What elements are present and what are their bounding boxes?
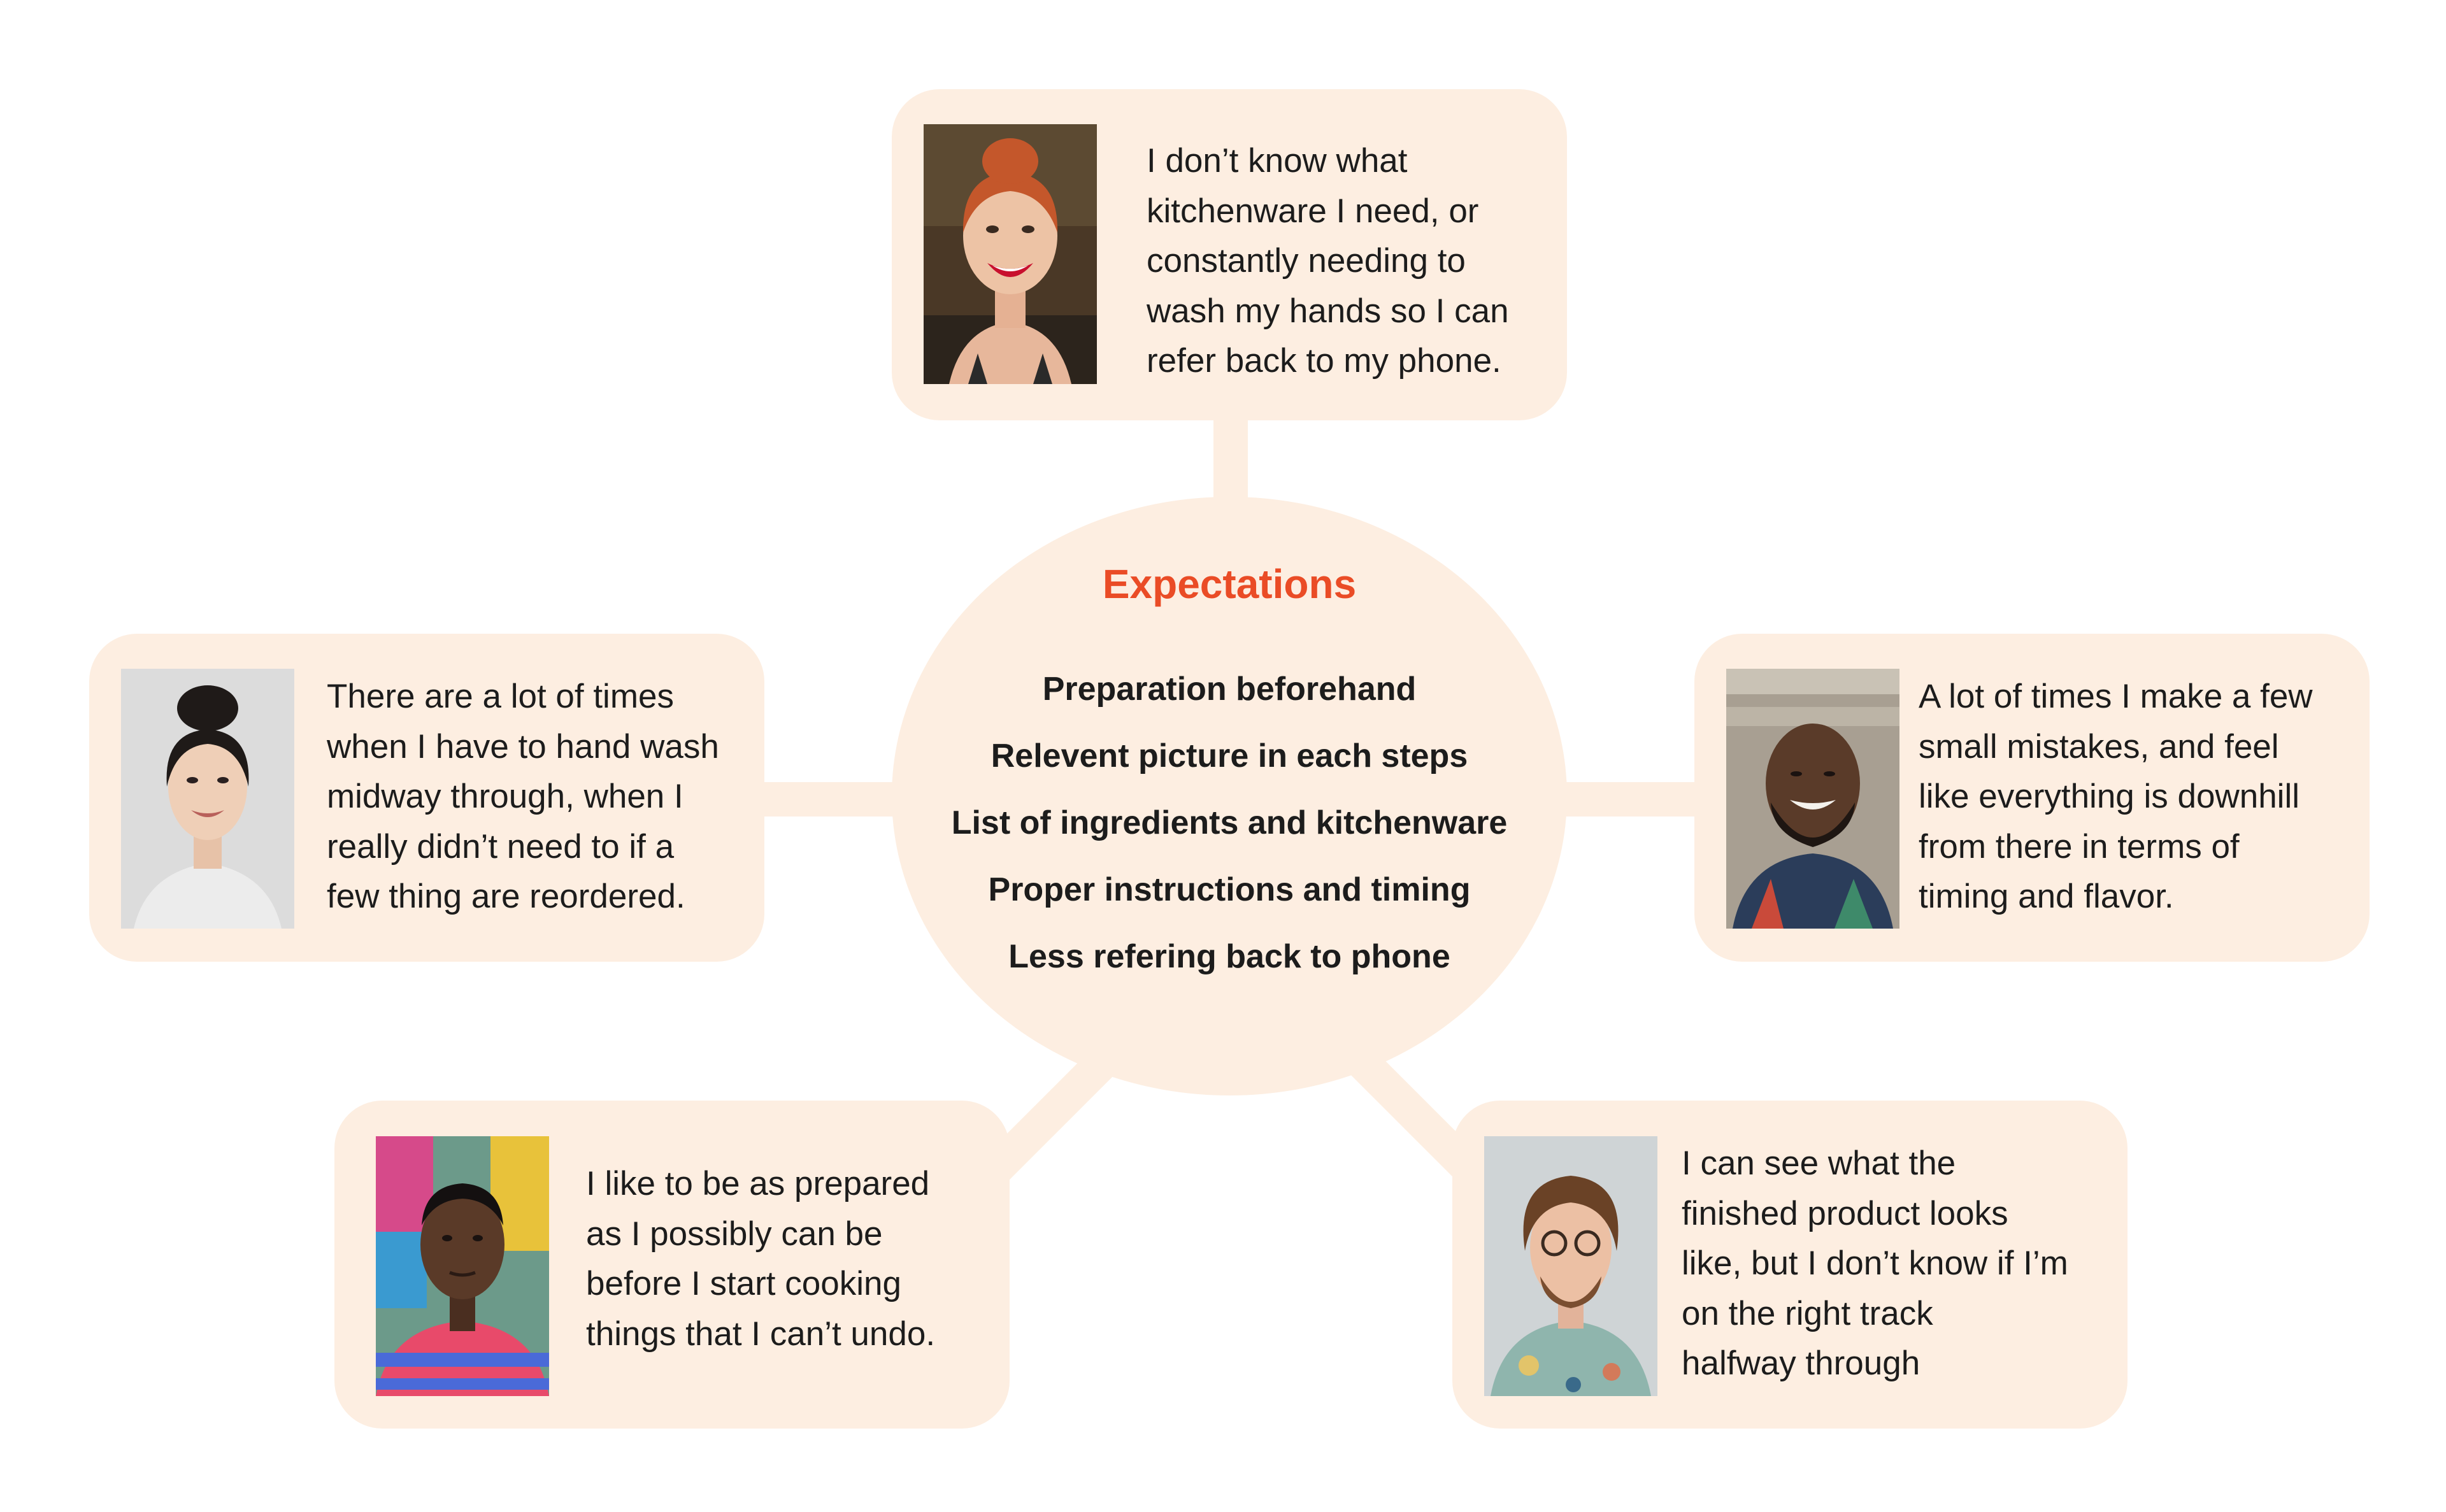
portrait-photo-curly-hair-man bbox=[1484, 1136, 1657, 1396]
quote-text-bottom-right: I can see what the finished product look… bbox=[1682, 1145, 2068, 1382]
expectations-list: Preparation beforehand Relevent picture … bbox=[892, 656, 1567, 990]
expectation-item: Proper instructions and timing bbox=[988, 871, 1471, 908]
quote-text-top: I don’t know what kitchenware I need, or… bbox=[1147, 142, 1509, 380]
quote-card-left: There are a lot of times when I have to … bbox=[89, 634, 764, 962]
expectation-item: Preparation beforehand bbox=[1042, 671, 1417, 708]
portrait-photo-bearded-man bbox=[1726, 669, 1899, 929]
expectation-item: Relevent picture in each steps bbox=[991, 738, 1468, 774]
expectations-node: Expectations Preparation beforehand Rele… bbox=[892, 497, 1567, 1095]
expectation-item: Less refering back to phone bbox=[1008, 938, 1450, 975]
portrait-image bbox=[376, 1136, 549, 1396]
quote-text-bottom-left: I like to be as prepared as I possibly c… bbox=[586, 1165, 936, 1353]
portrait-photo-dark-hair-woman bbox=[121, 669, 294, 929]
expectations-title: Expectations bbox=[1102, 561, 1357, 607]
quote-text-left: There are a lot of times when I have to … bbox=[327, 678, 719, 915]
portrait-image bbox=[1726, 669, 1899, 929]
connector-left bbox=[752, 782, 917, 817]
portrait-image bbox=[924, 124, 1097, 384]
connector-right bbox=[1541, 782, 1713, 817]
expectation-item: List of ingredients and kitchenware bbox=[951, 804, 1508, 841]
quote-card-bottom-left: I like to be as prepared as I possibly c… bbox=[334, 1101, 1010, 1429]
portrait-image bbox=[1484, 1136, 1657, 1396]
portrait-photo-redhead-woman bbox=[924, 124, 1097, 384]
quote-text-right: A lot of times I make a few small mistak… bbox=[1919, 678, 2313, 915]
portrait-image bbox=[121, 669, 294, 929]
portrait-photo-man-pink-shirt bbox=[376, 1136, 549, 1396]
quote-card-top: I don’t know what kitchenware I need, or… bbox=[892, 89, 1567, 420]
quote-card-right: A lot of times I make a few small mistak… bbox=[1694, 634, 2370, 962]
quote-card-bottom-right: I can see what the finished product look… bbox=[1452, 1101, 2128, 1429]
